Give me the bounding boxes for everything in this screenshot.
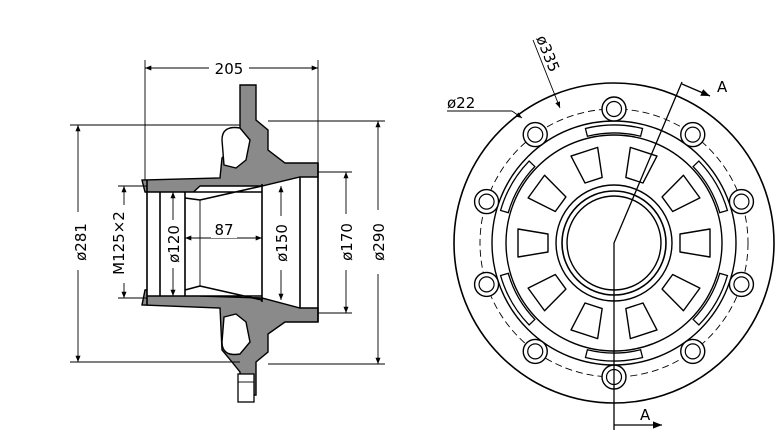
bolt-hole-inner	[605, 100, 623, 118]
ring-slot	[499, 160, 536, 214]
dim-dia-170: ø170	[338, 223, 356, 261]
dim-dia-290: ø290	[370, 223, 388, 261]
section-arrow-top	[681, 83, 711, 97]
bolt-hole-inner	[684, 343, 701, 360]
label-bg	[166, 220, 182, 268]
front-view: A A ø335 ø22	[447, 33, 775, 430]
bolt-hole-inner	[527, 343, 544, 360]
label-bg	[211, 222, 237, 238]
inner-pocket-upper	[221, 126, 251, 169]
section-line	[613, 81, 683, 430]
bolt-hole	[473, 271, 500, 298]
label-bg	[369, 210, 387, 274]
bolt-hole	[680, 121, 706, 148]
bolt-hole	[473, 188, 500, 215]
section-view: 205 ø281 M125×2 ø120 87 ø150 ø170	[70, 58, 388, 403]
vent-slots	[517, 146, 711, 340]
dim-thread: M125×2	[110, 211, 128, 275]
bolt-hole-inner	[478, 276, 495, 293]
vent-slot	[661, 273, 701, 312]
bolt-hole	[728, 271, 755, 298]
vent-slot	[625, 146, 658, 184]
vent-slot	[527, 273, 567, 312]
vent-slot	[679, 228, 711, 258]
leader-22-tip	[511, 110, 523, 119]
hub-section-upper	[141, 84, 319, 201]
ring-slot	[692, 272, 729, 326]
bolt-hole	[601, 96, 627, 122]
label-bg	[209, 58, 249, 76]
label-bg	[337, 214, 355, 270]
leader-335	[532, 39, 561, 109]
bore-outline	[147, 185, 263, 301]
bore-taper	[184, 197, 201, 291]
ring-slot	[692, 160, 729, 214]
ring-slot	[499, 272, 536, 326]
vent-slot	[517, 228, 549, 258]
ring-slot	[584, 124, 644, 138]
bolt-holes	[473, 96, 755, 390]
bolt-hole	[680, 338, 706, 365]
label-bg	[272, 216, 290, 270]
bolt-hole-inner	[733, 276, 750, 293]
section-label-bottom: A	[640, 406, 651, 424]
bolt-hole-inner	[478, 193, 495, 210]
dim-hole-dia: ø22	[447, 94, 475, 112]
dim-dia-120: ø120	[165, 225, 183, 263]
vent-slot	[661, 174, 701, 213]
dim-bolt-circle: ø335	[532, 33, 563, 75]
dim-dia-281: ø281	[72, 223, 90, 261]
vent-slot	[625, 302, 658, 340]
vent-slot	[527, 174, 567, 213]
inner-pocket-lower	[221, 313, 251, 356]
bolt-hole	[522, 121, 548, 148]
bolt-hole-inner	[684, 126, 701, 143]
dim-depth-87: 87	[214, 221, 233, 239]
bolt-hole-inner	[733, 193, 750, 210]
vent-slot	[570, 302, 603, 340]
bolt-hole-inner	[527, 126, 544, 143]
label-bg	[111, 205, 129, 283]
bolt-hole	[728, 188, 755, 215]
dim-overall-width: 205	[215, 60, 244, 78]
section-label-top: A	[717, 78, 728, 96]
stud	[237, 373, 255, 403]
dim-dia-150: ø150	[273, 224, 291, 262]
label-bg	[70, 212, 88, 270]
bolt-hole	[522, 338, 548, 365]
vent-slot	[570, 146, 603, 184]
ring-slots	[499, 124, 729, 362]
